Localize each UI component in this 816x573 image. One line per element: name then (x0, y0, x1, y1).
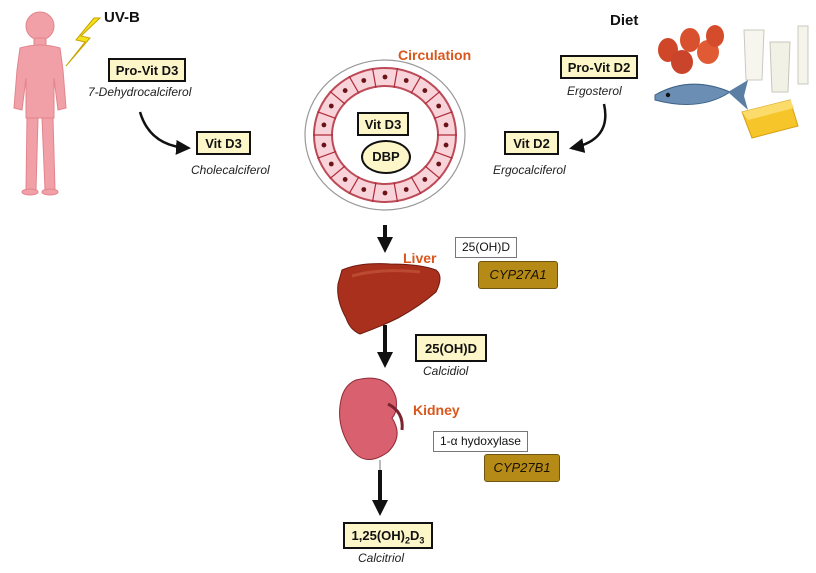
cell-divider (329, 165, 346, 180)
cell-divider (371, 182, 377, 203)
diet-label: Diet (610, 12, 639, 29)
calcitriol-label-sub2: 3 (419, 535, 425, 546)
cell-nucleus (321, 142, 327, 148)
vit-d3-box: Vit D3 (196, 131, 251, 155)
cell-nucleus (436, 103, 442, 109)
provit-d3-box: Pro-Vit D3 (108, 58, 186, 82)
cell-nucleus (443, 122, 449, 128)
vit-d2-box: Vit D2 (504, 131, 559, 155)
calcitriol-box: 1,25(OH)2D3 (343, 522, 433, 549)
provit-d3-name: 7-Dehydrocalciferol (88, 85, 192, 99)
cell-nucleus (328, 161, 334, 167)
cell-divider (371, 67, 377, 88)
cell-divider (393, 67, 399, 88)
kidney-substrate-label: 1-α hydoxylase (433, 431, 528, 452)
cell-nucleus (382, 190, 388, 196)
calcitriol-name: Calcitriol (358, 551, 405, 565)
circulation-vit-d3-box: Vit D3 (357, 112, 409, 136)
calcidiol-name: Calcidiol (423, 364, 469, 378)
cell-nucleus (436, 161, 442, 167)
cell-nucleus (422, 177, 428, 182)
cell-divider (410, 75, 422, 94)
cell-nucleus (443, 142, 449, 148)
circulation-title: Circulation (398, 47, 472, 63)
calcidiol-box: 25(OH)D (415, 334, 487, 362)
vit-d3-name: Cholecalciferol (191, 163, 270, 177)
cell-nucleus (321, 122, 327, 128)
cell-nucleus (342, 177, 348, 182)
cell-nucleus (328, 103, 334, 109)
arrow-provit-d2-to-vit-d2 (569, 103, 607, 153)
cell-divider (329, 90, 346, 105)
cell-divider (433, 111, 453, 120)
cell-divider (410, 176, 422, 195)
uvb-label: UV-B (104, 9, 140, 26)
dbp-badge: DBP (361, 140, 411, 174)
cell-nucleus (403, 78, 409, 83)
calcitriol-label-main: 1,25(OH) (351, 528, 406, 543)
cell-divider (348, 176, 360, 195)
kidney-icon (339, 377, 404, 470)
provit-d2-box: Pro-Vit D2 (560, 55, 638, 79)
cell-divider (348, 75, 360, 94)
liver-enzyme-box: CYP27A1 (478, 261, 558, 289)
calcitriol-label-sub1: 2 (405, 535, 411, 546)
cell-divider (393, 182, 399, 203)
cell-nucleus (403, 187, 409, 192)
liver-substrate-label: 25(OH)D (455, 237, 518, 258)
vit-d2-name: Ergocalciferol (493, 163, 566, 177)
kidney-enzyme-box: CYP27B1 (484, 454, 560, 482)
pathway-arrows (372, 225, 393, 516)
lightning-icon (65, 17, 102, 67)
cell-nucleus (361, 78, 367, 83)
cell-nucleus (342, 88, 348, 93)
liver-icon (337, 263, 441, 335)
cell-divider (317, 150, 337, 159)
cell-nucleus (361, 187, 367, 192)
cell-divider (317, 111, 337, 120)
calcitriol-label-mid: D (410, 528, 420, 543)
cell-nucleus (382, 74, 388, 80)
cell-divider (433, 150, 453, 159)
liver-title: Liver (403, 250, 437, 266)
cell-divider (424, 90, 441, 105)
cell-divider (424, 165, 441, 180)
provit-d2-name: Ergosterol (567, 84, 622, 98)
kidney-title: Kidney (413, 402, 460, 418)
human-figure-icon (13, 11, 67, 196)
arrow-provit-d3-to-vit-d3 (138, 111, 191, 155)
cell-nucleus (422, 88, 428, 93)
food-icon (654, 25, 809, 139)
